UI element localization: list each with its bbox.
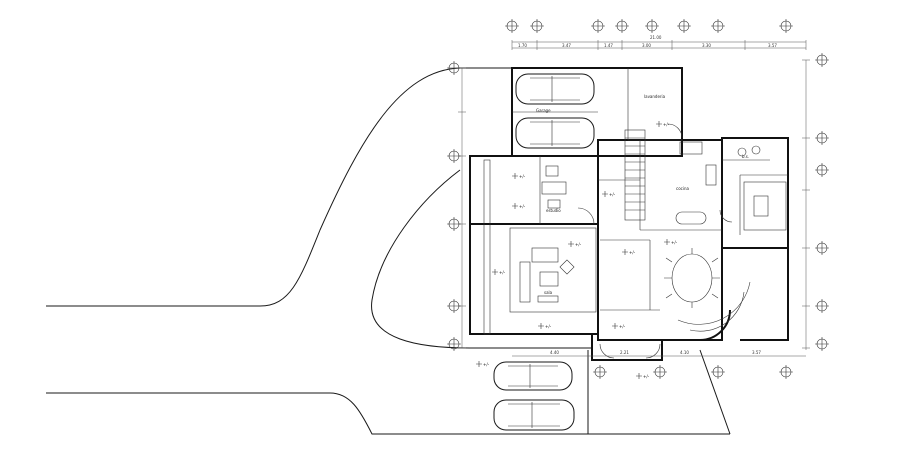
dimension-top-5: 3.30 bbox=[702, 43, 711, 48]
level-mark: +/- bbox=[643, 374, 650, 379]
axis-marker-icon bbox=[447, 19, 829, 379]
level-mark: +/- bbox=[609, 192, 616, 197]
dimension-bottom-4: 3.57 bbox=[752, 350, 761, 355]
level-marker-icon bbox=[476, 121, 670, 379]
dining-table-icon bbox=[664, 248, 720, 308]
building-walls bbox=[469, 67, 789, 361]
dimension-top-4: 3.00 bbox=[642, 43, 651, 48]
driveway-lines bbox=[46, 67, 731, 435]
room-label-bano: b.s. bbox=[742, 154, 749, 159]
dimension-top-3: 1.47 bbox=[604, 43, 613, 48]
bathroom-fixtures bbox=[737, 145, 787, 231]
room-label-cocina: cocina bbox=[676, 186, 689, 191]
dimension-top-1: 1.70 bbox=[518, 43, 527, 48]
level-mark: +/- bbox=[629, 250, 636, 255]
dimension-top-total: 21.00 bbox=[650, 35, 662, 40]
study-furniture bbox=[541, 165, 567, 209]
car-icon bbox=[493, 73, 595, 431]
room-label-sala: sala bbox=[544, 290, 553, 295]
room-label-lavanderia: lavanderia bbox=[644, 94, 666, 99]
level-mark: +/- bbox=[575, 242, 582, 247]
dimension-bottom-2: 2.21 bbox=[620, 350, 629, 355]
room-label-garage: Garage bbox=[536, 108, 551, 113]
level-mark: +/- bbox=[519, 204, 526, 209]
sofa-icon bbox=[519, 247, 575, 303]
level-mark: +/- bbox=[499, 270, 506, 275]
dimension-bottom-3: 4.10 bbox=[680, 350, 689, 355]
stair-icon bbox=[624, 129, 646, 221]
room-label-estudio: estudio bbox=[546, 208, 561, 213]
kitchen-counter bbox=[675, 141, 717, 225]
door-swings bbox=[577, 123, 733, 359]
level-mark: +/- bbox=[663, 122, 670, 127]
level-mark: +/- bbox=[671, 240, 678, 245]
level-mark: +/- bbox=[519, 174, 526, 179]
dimension-lines bbox=[458, 40, 810, 357]
level-mark: +/- bbox=[483, 362, 490, 367]
dimension-top-2: 3.47 bbox=[562, 43, 571, 48]
dimension-bottom-1: 4.40 bbox=[550, 350, 559, 355]
interior-partitions bbox=[483, 68, 788, 335]
level-mark: +/- bbox=[545, 324, 552, 329]
dimension-top-6: 3.57 bbox=[768, 43, 777, 48]
level-mark: +/- bbox=[619, 324, 626, 329]
